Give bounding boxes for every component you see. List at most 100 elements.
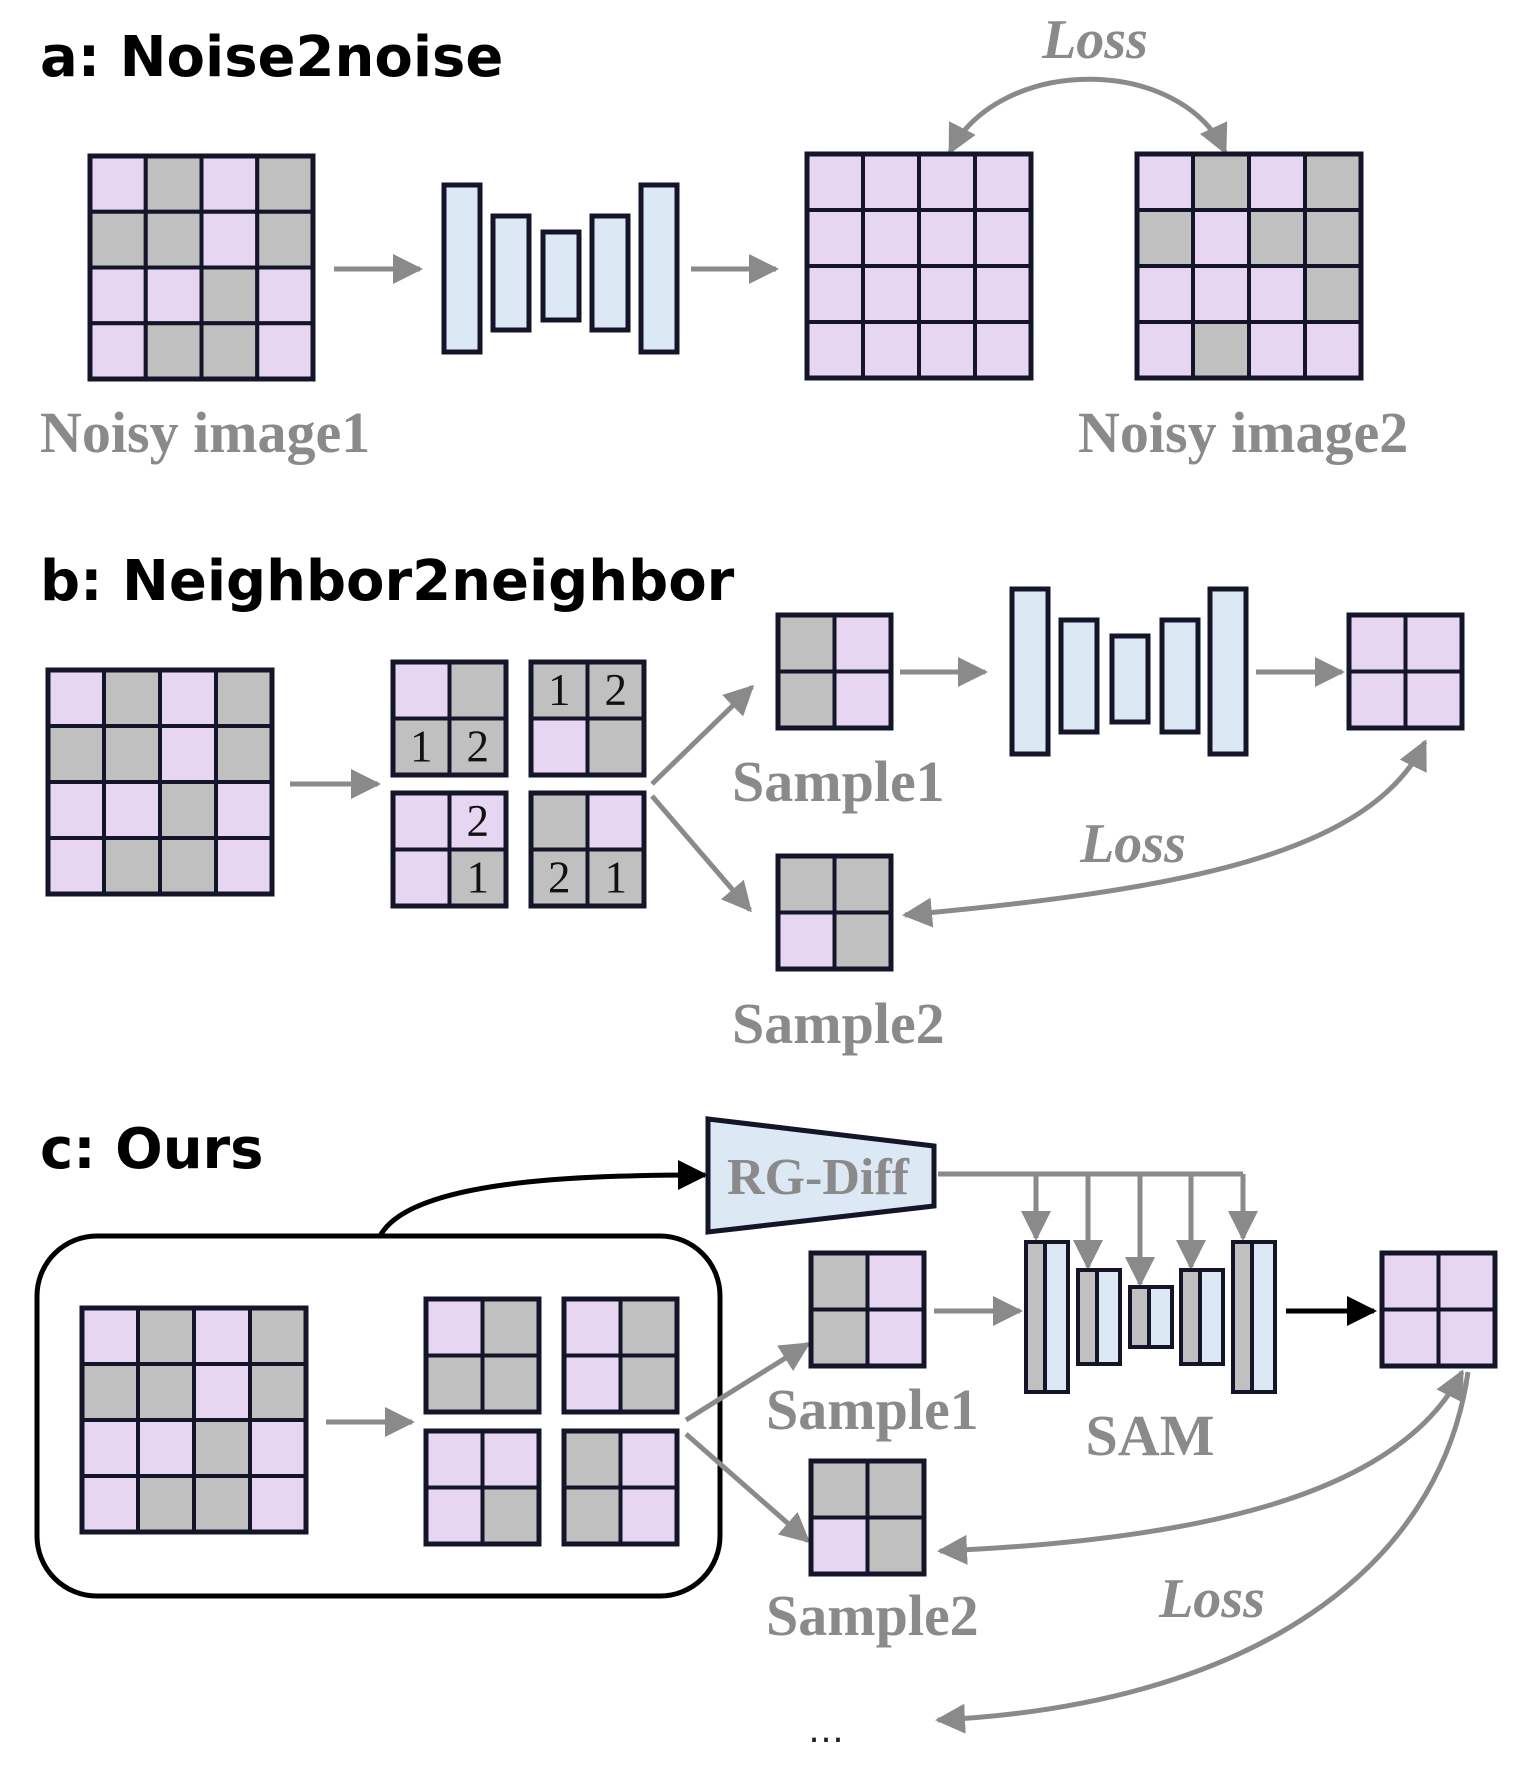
neighbor-index-digit: 1	[548, 665, 571, 715]
section-b-loss-arrow	[902, 739, 1428, 928]
grid-cell	[865, 1515, 926, 1576]
rg-diff-label: RG-Diff	[727, 1149, 910, 1206]
section-b-sample2-label: Sample2	[732, 991, 945, 1056]
grid-cell	[1303, 152, 1363, 212]
sam-network	[1024, 1240, 1277, 1394]
grid-cell	[192, 1418, 252, 1478]
grid-cell	[447, 660, 508, 721]
section-c-sample2-grid	[808, 1458, 927, 1577]
grid-border	[775, 612, 894, 731]
grid-cell	[973, 152, 1033, 212]
grid-cell	[1303, 208, 1363, 268]
grid-cell	[80, 1418, 140, 1478]
grid-cell	[832, 910, 893, 971]
grid-cell	[199, 154, 260, 214]
grid-cell	[255, 265, 315, 326]
grid-cell	[158, 724, 218, 784]
section-c: c: Ours RG-Diff Sample1	[34, 1116, 1498, 1751]
grid-cell	[1303, 320, 1363, 380]
grid-cell	[1380, 1307, 1441, 1368]
grid-cell	[102, 836, 162, 896]
grid-border	[561, 1296, 680, 1415]
grid-cell	[1380, 1251, 1441, 1312]
grid-cell	[1436, 1307, 1497, 1368]
grid-cell	[192, 1306, 252, 1366]
grid-cell	[199, 209, 260, 270]
grid-cell	[80, 1306, 140, 1366]
grid-cell	[1303, 264, 1363, 324]
section-a-output-grid	[804, 151, 1034, 381]
grid-cell	[136, 1418, 196, 1478]
section-a-loss-arrow	[947, 76, 1228, 155]
unet-bar	[1009, 586, 1051, 757]
grid-border	[1346, 612, 1465, 731]
grid-cell	[865, 1251, 926, 1312]
grid-cell	[776, 910, 837, 971]
section-a: a: Noise2noise Loss Noisy image1 Noisy i…	[40, 9, 1408, 465]
grid-cell	[776, 613, 837, 674]
unet-bar	[1109, 633, 1151, 725]
section-b-sample2-grid	[775, 853, 894, 972]
grid-cell	[480, 1353, 541, 1414]
grid-border	[45, 667, 275, 897]
grid-cell	[618, 1297, 679, 1358]
grid-cell	[805, 320, 865, 380]
grid-border	[79, 1305, 309, 1535]
sam-block-shade	[1076, 1268, 1099, 1366]
grid-cell	[255, 154, 315, 214]
grid-cell	[618, 1485, 679, 1546]
grid-cell	[973, 264, 1033, 324]
grid-cell	[391, 660, 452, 721]
grid-cell	[861, 208, 921, 268]
section-c-arrow-to-sample2	[684, 1432, 811, 1543]
grid-border	[528, 790, 647, 909]
neighbor-index-digit: 1	[605, 852, 628, 902]
grid-cell	[809, 1251, 870, 1312]
section-c-output-grid	[1379, 1250, 1498, 1369]
section-c-sample2-label: Sample2	[766, 1583, 979, 1648]
grid-border	[87, 153, 316, 382]
grid-border	[423, 1428, 542, 1547]
grid-cell	[585, 791, 646, 852]
neighbor-index-digit: 2	[605, 665, 628, 715]
grid-cell	[199, 265, 260, 326]
rg-diff-trapezoid	[705, 1116, 937, 1235]
grid-cell	[136, 1474, 196, 1534]
grid-cell	[562, 1429, 623, 1490]
neighbor-index-digit: 2	[467, 721, 490, 771]
grid-cell	[809, 1459, 870, 1520]
sam-block-shade	[1231, 1240, 1254, 1394]
grid-cell	[1347, 669, 1408, 730]
grid-border	[808, 1458, 927, 1577]
section-c-input-grid	[79, 1305, 309, 1535]
section-b-unet-icon	[1009, 586, 1249, 757]
grid-cell	[424, 1353, 485, 1414]
grid-border	[1134, 151, 1364, 381]
section-b-title: b: Neighbor2neighbor	[40, 549, 735, 614]
grid-cell	[192, 1362, 252, 1422]
section-a-target-grid	[1134, 151, 1364, 381]
grid-cell	[861, 320, 921, 380]
sam-block-shade	[1024, 1240, 1047, 1394]
unet-bar	[441, 182, 483, 355]
grid-cell	[158, 780, 218, 840]
section-a-unet-icon	[441, 182, 680, 355]
section-a-input-label: Noisy image1	[40, 400, 370, 465]
grid-cell	[809, 1515, 870, 1576]
grid-border	[390, 790, 509, 909]
rg-diff-block: RG-Diff	[705, 1116, 937, 1235]
grid-cell	[917, 264, 977, 324]
grid-cell	[158, 836, 218, 896]
grid-cell	[1347, 613, 1408, 674]
grid-cell	[199, 321, 260, 381]
grid-cell	[562, 1485, 623, 1546]
grid-cell	[214, 836, 274, 896]
grid-border	[528, 659, 647, 778]
grid-cell	[192, 1474, 252, 1534]
grid-cell	[248, 1306, 308, 1366]
grid-cell	[80, 1362, 140, 1422]
grid-cell	[805, 208, 865, 268]
grid-cell	[917, 320, 977, 380]
